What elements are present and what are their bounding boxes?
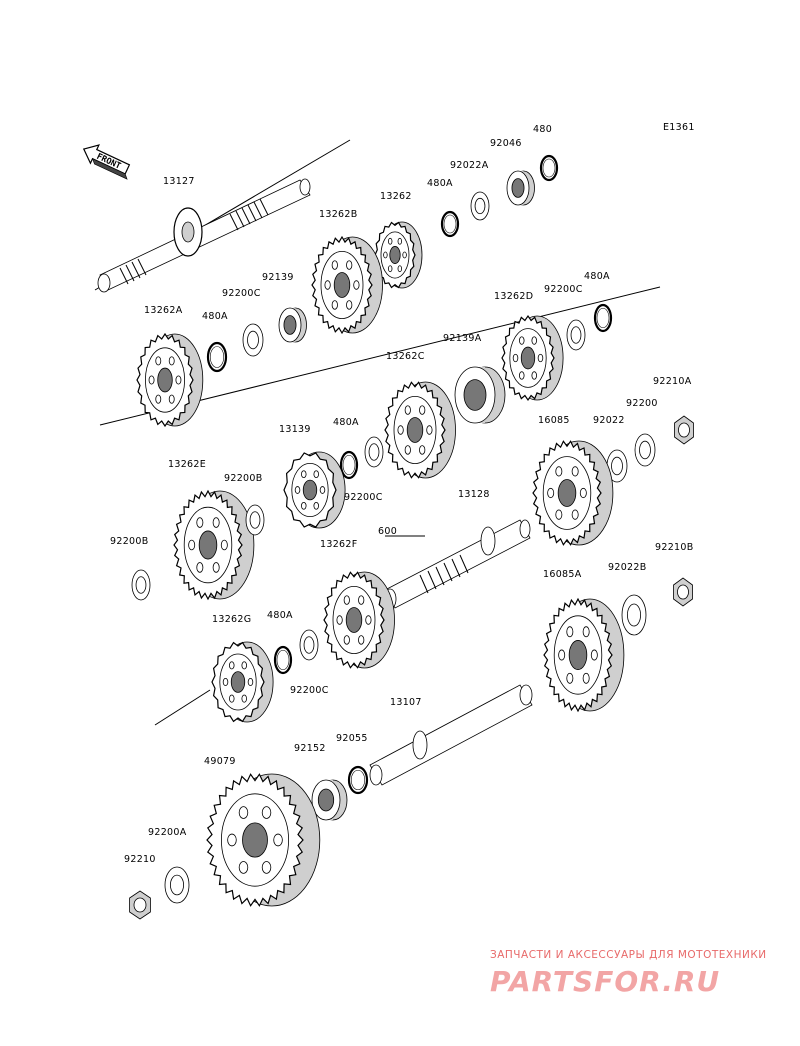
ring-92055-icon — [347, 765, 369, 795]
part-label-p92200a: 92200A — [148, 827, 187, 838]
gear-16085a-icon — [543, 597, 625, 713]
washer-92200c-3-icon — [364, 436, 384, 468]
part-label-p92200b_1: 92200B — [224, 473, 263, 484]
washer-92200c-2-icon — [566, 319, 586, 351]
mainshaft-13127 — [97, 178, 311, 293]
watermark: ЗАПЧАСТИ И АКСЕССУАРЫ ДЛЯ МОТОТЕХНИКИ PA… — [490, 949, 767, 998]
part-label-p13262c: 13262C — [386, 351, 425, 362]
part-label-p92200: 92200 — [626, 398, 658, 409]
washer-92200b-2-icon — [131, 569, 151, 601]
watermark-logo: PARTSFOR.RU — [490, 965, 720, 998]
washer-92200-icon — [634, 433, 656, 467]
gear-13262a-icon — [136, 332, 204, 428]
gear-13262e-icon — [173, 489, 255, 601]
part-label-p92200c_3: 92200C — [344, 492, 383, 503]
gear-13262d-icon — [501, 314, 564, 402]
shaft-13128 — [383, 519, 531, 610]
washer-92022a-icon — [470, 191, 490, 221]
part-label-p92152: 92152 — [294, 743, 326, 754]
part-label-p92200c_4: 92200C — [290, 685, 329, 696]
washer-92200c-4-icon — [299, 629, 319, 661]
gear-16085-icon — [532, 440, 614, 546]
watermark-tagline: ЗАПЧАСТИ И АКСЕССУАРЫ ДЛЯ МОТОТЕХНИКИ — [490, 949, 767, 961]
ring-480a-1-icon — [206, 341, 228, 373]
part-label-p13139: 13139 — [279, 424, 311, 435]
gears-layer — [129, 154, 694, 920]
ring-480a-2-icon — [440, 210, 460, 238]
part-label-p13128: 13128 — [458, 489, 490, 500]
part-label-p92022: 92022 — [593, 415, 625, 426]
bearing-92152-icon — [311, 779, 348, 821]
part-label-p16085: 16085 — [538, 415, 570, 426]
part-label-p13262f: 13262F — [320, 539, 358, 550]
part-label-p49079: 49079 — [204, 756, 236, 767]
part-label-p16085a: 16085A — [543, 569, 582, 580]
gear-13139-icon — [283, 451, 346, 529]
part-label-p480f: 480A — [267, 610, 293, 621]
part-label-p13262e: 13262E — [168, 459, 206, 470]
part-label-p92139a: 92139A — [443, 333, 482, 344]
ring-480a-4-icon — [339, 450, 359, 480]
part-label-p480a: 480 — [533, 124, 552, 135]
diagram-code: E1361 — [663, 122, 695, 133]
part-label-p13262b: 13262B — [319, 209, 358, 220]
part-label-p92210: 92210 — [124, 854, 156, 865]
part-label-p480c: 480A — [202, 311, 228, 322]
ring-480a-3-icon — [593, 303, 613, 333]
part-label-p600: 600 — [378, 526, 397, 537]
collar-92139a-icon — [454, 366, 506, 424]
part-label-p13262d: 13262D — [494, 291, 533, 302]
part-label-p92022b: 92022B — [608, 562, 647, 573]
nut-92210b-icon — [673, 577, 693, 607]
bearing-92046-icon — [506, 170, 535, 206]
part-label-p92046: 92046 — [490, 138, 522, 149]
part-label-p92200c_1: 92200C — [222, 288, 261, 299]
nut-92210-icon — [129, 890, 151, 920]
part-label-p13262: 13262 — [380, 191, 412, 202]
part-label-p13107: 13107 — [390, 697, 422, 708]
washer-92200a-icon — [164, 866, 190, 904]
ring-480-top-icon — [539, 154, 559, 182]
part-label-p92200c_2: 92200C — [544, 284, 583, 295]
part-label-p92210b: 92210B — [655, 542, 694, 553]
part-label-p13127: 13127 — [163, 176, 195, 187]
washer-92200c-1-icon — [242, 323, 264, 357]
part-label-p92055: 92055 — [336, 733, 368, 744]
ring-480a-5-icon — [273, 645, 293, 675]
part-label-p13262a: 13262A — [144, 305, 183, 316]
gear-13262b-icon — [311, 235, 383, 335]
washer-92022b-icon — [621, 594, 647, 636]
part-label-p92210a: 92210A — [653, 376, 692, 387]
collar-92139-icon — [278, 307, 307, 343]
part-label-p13262g: 13262G — [212, 614, 251, 625]
shaft-13107 — [369, 684, 533, 786]
part-label-p92139: 92139 — [262, 272, 294, 283]
gear-13262c-icon — [384, 381, 456, 479]
gear-49079-icon — [206, 773, 321, 907]
gear-13262g-icon — [211, 641, 274, 723]
front-arrow-icon: FRONT — [82, 144, 131, 180]
gear-13262f-icon — [323, 571, 395, 669]
part-label-p92022a: 92022A — [450, 160, 489, 171]
part-label-p480b: 480A — [427, 178, 453, 189]
part-label-p92200b_2: 92200B — [110, 536, 149, 547]
washer-92200b-1-icon — [245, 504, 265, 536]
gear-13127-sprocket-icon — [374, 221, 423, 289]
part-label-p480d: 480A — [584, 271, 610, 282]
part-labels: 131279204648092022A480A1326213262B921399… — [110, 124, 694, 865]
part-label-p480e: 480A — [333, 417, 359, 428]
nut-92210a-icon — [674, 415, 694, 445]
